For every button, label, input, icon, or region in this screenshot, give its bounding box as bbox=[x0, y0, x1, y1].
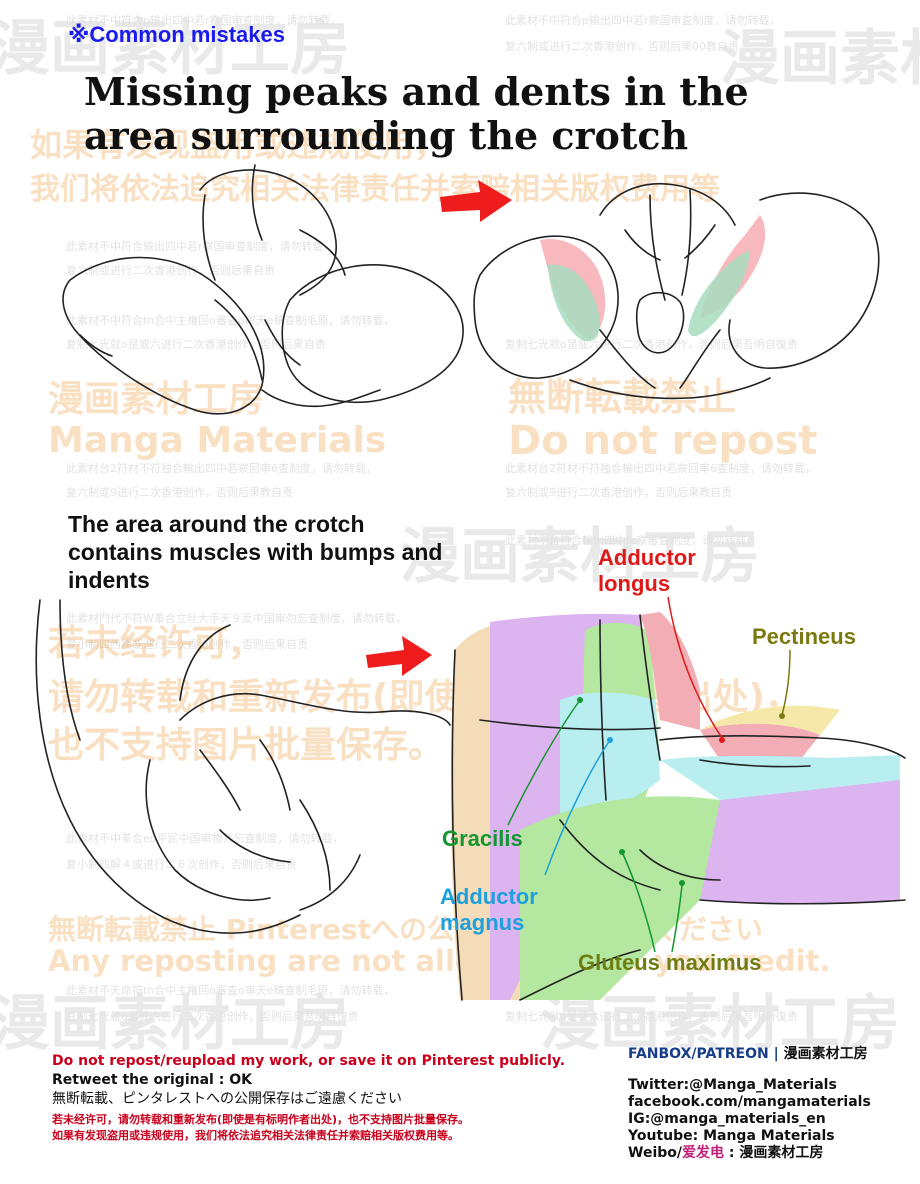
twitter-link[interactable]: Twitter:@Manga_Materials bbox=[628, 1077, 871, 1094]
label-adductor-longus: Adductor longus bbox=[598, 545, 708, 597]
notice-legal-cn: 如果有发现盗用或违规使用，我们将依法追究相关法律责任并索赔相关版权费用等。 bbox=[52, 1128, 565, 1144]
section-caption: The area around the crotch contains musc… bbox=[68, 510, 448, 594]
footer-social: FANBOX/PATREON | 漫画素材工房 Twitter:@Manga_M… bbox=[628, 1046, 871, 1162]
weibo-prefix: Weibo/ bbox=[628, 1145, 682, 1161]
sketch-correct bbox=[474, 184, 879, 399]
youtube-link[interactable]: Youtube: Manga Materials bbox=[628, 1128, 871, 1145]
footer-notice: Do not repost/reupload my work, or save … bbox=[52, 1052, 565, 1144]
label-pectineus: Pectineus bbox=[752, 624, 856, 650]
sketch-incorrect bbox=[63, 165, 463, 414]
notice-retweet: Retweet the original : OK bbox=[52, 1071, 565, 1090]
sketch-leg-side bbox=[36, 600, 450, 933]
arrow-top bbox=[440, 180, 512, 222]
arrow-bottom bbox=[366, 636, 432, 676]
notice-repost-en: Do not repost/reupload my work, or save … bbox=[52, 1052, 565, 1071]
fanbox-separator: | bbox=[769, 1046, 784, 1062]
facebook-link[interactable]: facebook.com/mangamaterials bbox=[628, 1094, 871, 1111]
fanbox-studio-name: 漫画素材工房 bbox=[784, 1046, 868, 1062]
label-gracilis: Gracilis bbox=[442, 826, 523, 852]
notice-repost-jp: 無断転載、ピンタレストへの公開保存はご遠慮ください bbox=[52, 1090, 565, 1109]
weibo-line[interactable]: Weibo/爱发电 : 漫画素材工房 bbox=[628, 1145, 871, 1162]
instagram-link[interactable]: IG:@manga_materials_en bbox=[628, 1111, 871, 1128]
weibo-afdian: 爱发电 bbox=[682, 1145, 724, 1161]
fanbox-link[interactable]: FANBOX/PATREON bbox=[628, 1046, 769, 1062]
notice-repost-cn: 若未经许可，请勿转载和重新发布(即使是有标明作者出处)，也不支持图片批量保存。 bbox=[52, 1112, 565, 1128]
weibo-suffix: : 漫画素材工房 bbox=[724, 1145, 823, 1161]
section-label: ※Common mistakes bbox=[68, 22, 285, 48]
fanbox-line: FANBOX/PATREON | 漫画素材工房 bbox=[628, 1046, 871, 1063]
page-title: Missing peaks and dents in the area surr… bbox=[84, 70, 804, 158]
label-adductor-magnus: Adductor magnus bbox=[440, 884, 560, 936]
label-gluteus-maximus: Gluteus maximus bbox=[578, 950, 761, 976]
muscle-diagram bbox=[451, 612, 905, 1000]
